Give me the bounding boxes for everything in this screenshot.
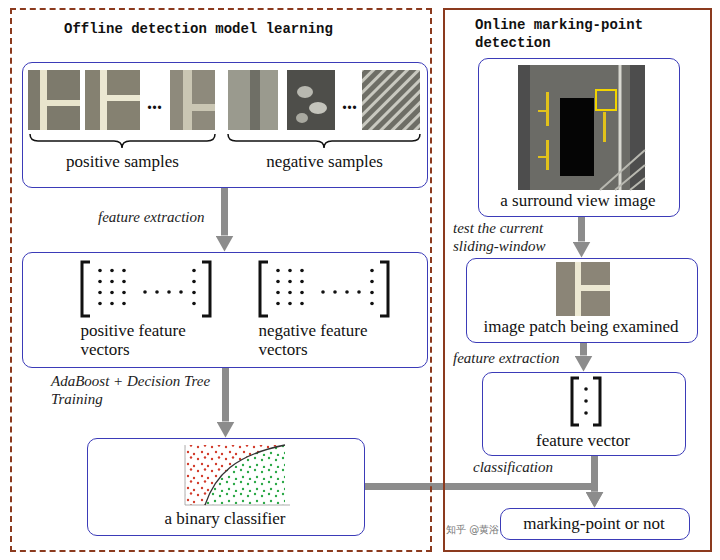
group-frame: positive samplesnegative samplespositive…: [10, 8, 432, 552]
box-label: feature vector: [483, 431, 684, 451]
classifier-box: a binary classifier: [87, 438, 365, 536]
patch-box: image patch being examined: [466, 258, 698, 343]
positive-sample-images: [28, 70, 215, 130]
box-label: negative samples: [250, 152, 400, 172]
box-label: a surround view image: [479, 191, 678, 211]
box-label: a binary classifier: [88, 509, 363, 529]
feature-matrix: [260, 262, 388, 316]
feature-vector-symbol: [572, 378, 600, 425]
watermark: 知乎 @黄浴: [446, 524, 499, 536]
flow-arrow: [578, 217, 585, 242]
vector-box: feature vector: [482, 372, 686, 456]
box-label: image patch being examined: [467, 317, 696, 337]
edge-label: feature extraction: [452, 349, 572, 367]
ellipsis: ...: [147, 92, 162, 112]
group-title: Online marking-point detection: [475, 16, 680, 52]
box-label: negative feature vectors: [259, 321, 409, 360]
negative-sample-images: [228, 70, 420, 130]
output-box: marking-point or not: [500, 508, 690, 540]
group-title: Offline detection model learning: [64, 20, 394, 38]
image-box: a surround view image: [478, 58, 680, 217]
classifier-scatter-plot: [185, 445, 290, 505]
feature-box: positive feature vectors negative feature…: [22, 252, 428, 368]
flow-arrow: [221, 188, 228, 236]
sample-box: positive samples negative samples: [22, 62, 428, 188]
edge-label: feature extraction: [97, 208, 221, 226]
box-label: positive samples: [48, 152, 198, 172]
flow-arrow: [580, 343, 587, 356]
edge-label: test the current sliding-window: [452, 219, 572, 255]
edge-label: AdaBoost + Decision Tree Training: [50, 372, 217, 408]
edge-label: classification: [472, 458, 574, 476]
image-patch: [556, 262, 610, 316]
box-label: positive feature vectors: [81, 321, 231, 360]
surround-view-image: [518, 65, 645, 190]
box-label: marking-point or not: [501, 514, 688, 534]
brace: [228, 134, 420, 148]
feature-matrix: [82, 262, 210, 316]
ellipsis: ...: [342, 92, 357, 112]
flow-arrow: [222, 368, 229, 422]
flow-arrow: [365, 487, 595, 492]
brace: [30, 134, 215, 148]
